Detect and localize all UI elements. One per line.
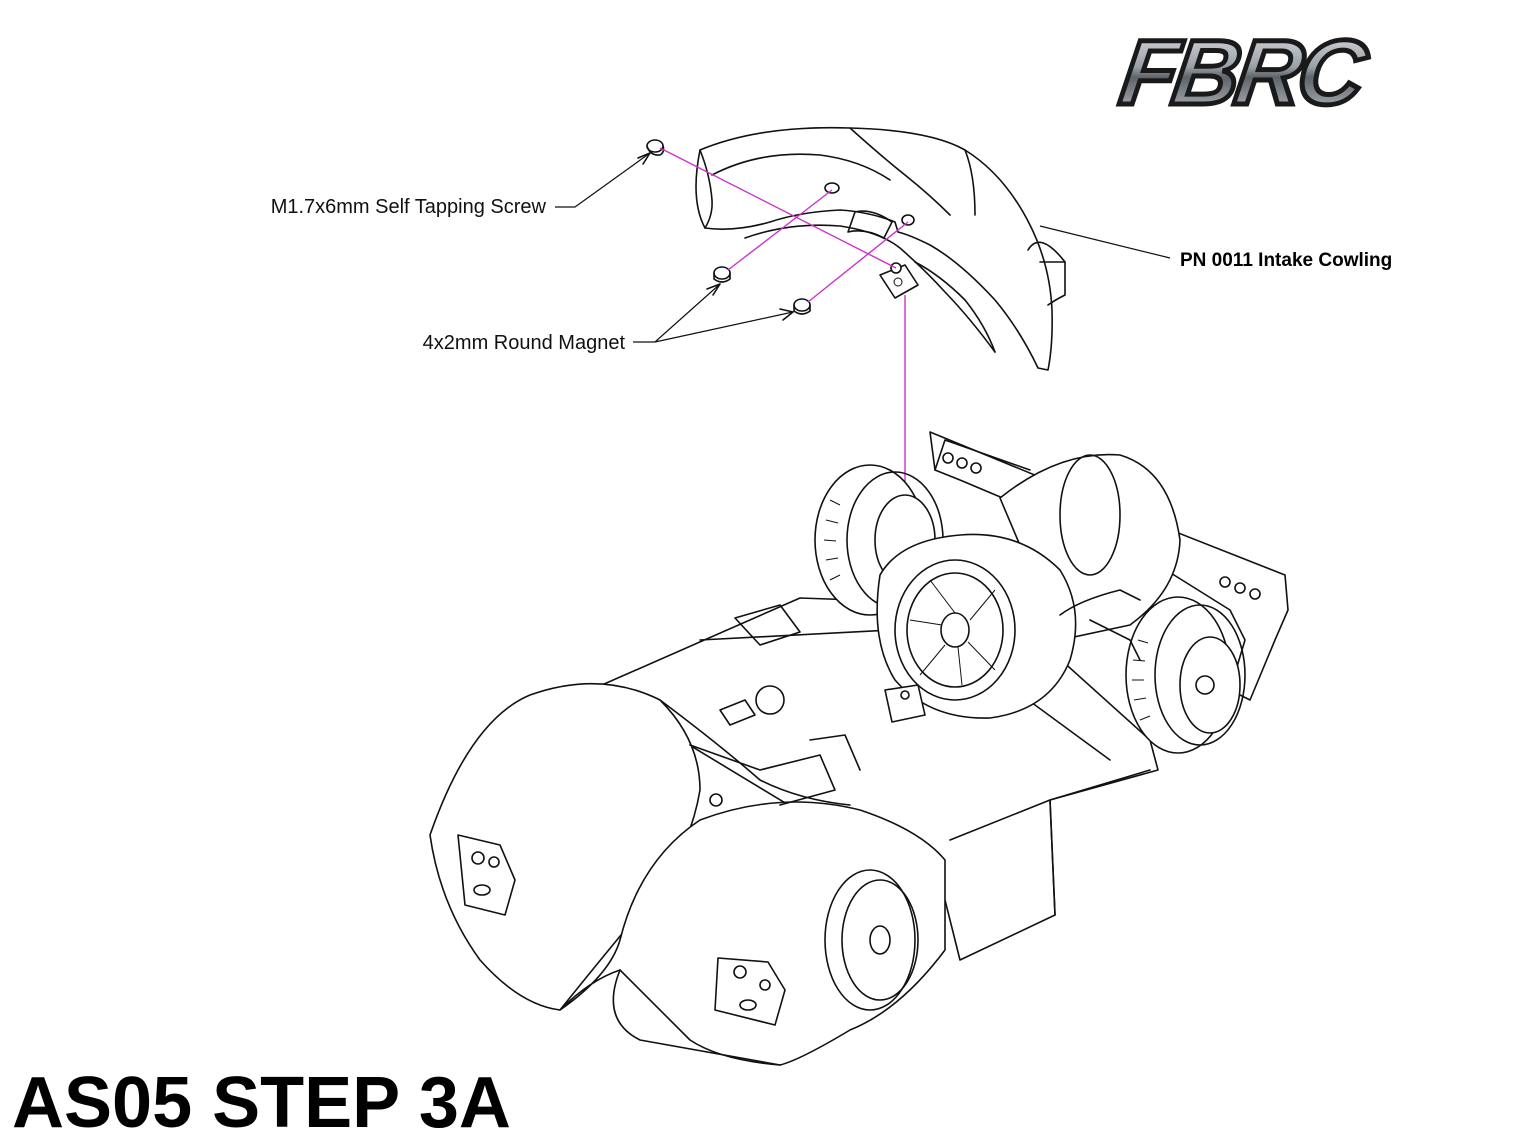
- magnet-part-2: [793, 298, 811, 315]
- screw-callout: M1.7x6mm Self Tapping Screw: [271, 196, 547, 218]
- left-headlight-pod: [457, 834, 516, 916]
- car-chassis: [429, 431, 1289, 1066]
- callout-leaders: [555, 152, 1171, 343]
- step-title: AS05 STEP 3A: [12, 1063, 511, 1141]
- intake-cowling: [695, 126, 1066, 371]
- magnet-callout: 4x2mm Round Magnet: [423, 332, 626, 354]
- magnet-part-1: [713, 266, 731, 283]
- fan-housing: [876, 453, 1181, 719]
- rear-right-wheel: [1125, 596, 1246, 754]
- fbrc-logo: FBRC: [1112, 18, 1376, 126]
- right-headlight-pod: [714, 957, 786, 1026]
- logo-text: FBRC: [1115, 20, 1374, 123]
- front-right-wheel: [824, 869, 919, 1011]
- screw-part: [646, 139, 665, 156]
- cowling-callout: PN 0011 Intake Cowling: [1180, 250, 1392, 271]
